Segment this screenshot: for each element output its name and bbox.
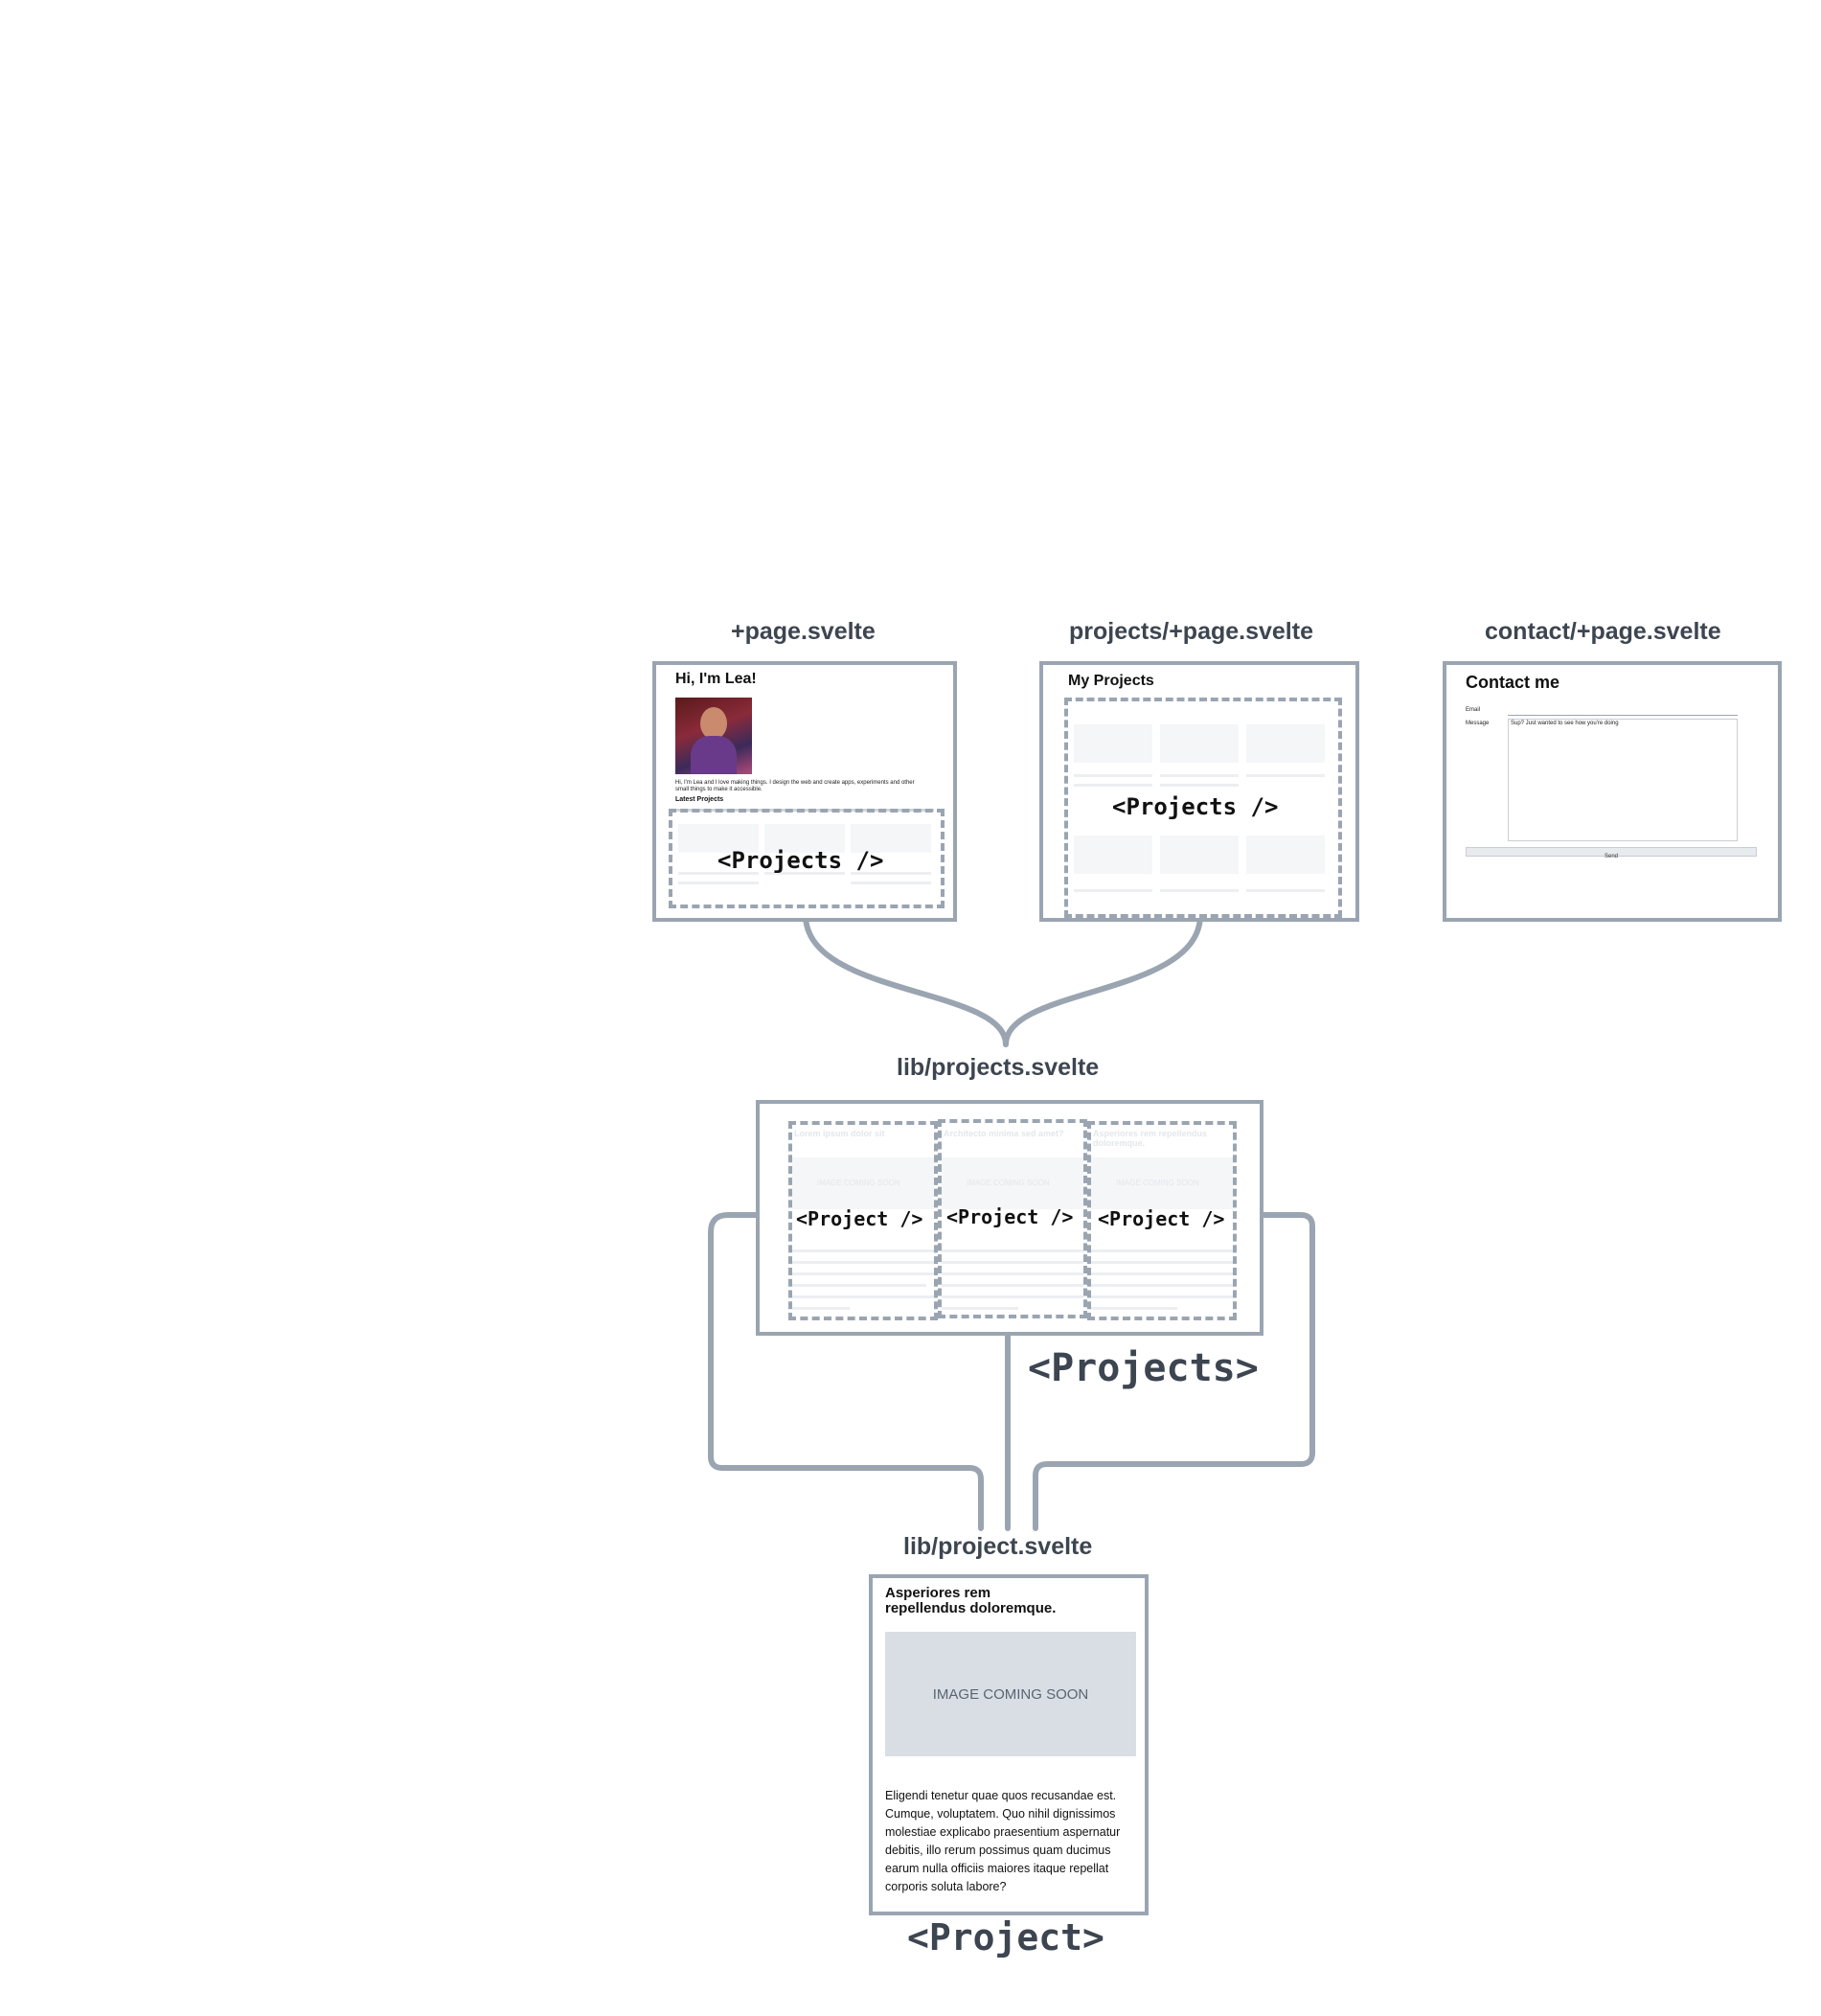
project-slot-3-image-text: IMAGE COMING SOON [1116, 1179, 1199, 1187]
contact-page-frame: Contact me Email Message Sup? Just wante… [1443, 661, 1782, 922]
project-slot-3-title: Asperiores rem repellendus doloremque. [1093, 1129, 1208, 1148]
project-component-frame: Asperiores rem repellendus doloremque. I… [869, 1574, 1149, 1915]
contact-heading: Contact me [1466, 673, 1560, 692]
home-latest-projects-title: Latest Projects [675, 796, 724, 803]
project-slot-2: Architecto minima sed amet? IMAGE COMING… [938, 1119, 1087, 1318]
home-page-frame: Hi, I'm Lea! Hi, I'm Lea and I love maki… [652, 661, 957, 922]
home-projects-slot [669, 809, 945, 908]
project-slot-1-image-text: IMAGE COMING SOON [817, 1179, 900, 1187]
project-slot-1: Lorem ipsum dolor sit IMAGE COMING SOON [788, 1121, 938, 1320]
connector-right-project [1033, 1212, 1315, 1531]
project-slot-2-title: Architecto minima sed amet? [944, 1129, 1064, 1138]
home-bio: Hi, I'm Lea and I love making things. I … [675, 780, 915, 792]
project-title-line-1: Asperiores rem [885, 1585, 991, 1601]
home-projects-tag: <Projects /> [717, 847, 884, 874]
project-slot-2-image-text: IMAGE COMING SOON [967, 1179, 1050, 1187]
contact-send-label: Send [1604, 854, 1618, 859]
projects-page-projects-tag: <Projects /> [1112, 793, 1279, 820]
project-title-line-2: repellendus doloremque. [885, 1600, 1057, 1616]
project-tag-1: <Project /> [796, 1207, 923, 1230]
connector-home-to-projects [803, 912, 1009, 1047]
projects-component-frame: Lorem ipsum dolor sit IMAGE COMING SOON … [756, 1100, 1263, 1336]
contact-message-value: Sup? Just wanted to see how you're doing [1511, 721, 1619, 726]
contact-send-button[interactable]: Send [1466, 847, 1757, 859]
project-slot-3: Asperiores rem repellendus doloremque. I… [1087, 1121, 1237, 1320]
project-component-file-label: lib/project.svelte [903, 1533, 1093, 1560]
projects-page-heading: My Projects [1068, 673, 1154, 689]
projects-page-frame: My Projects <Projects /> [1039, 661, 1359, 922]
project-description: Eligendi tenetur quae quos recusandae es… [885, 1789, 1121, 1893]
projects-component-file-label: lib/projects.svelte [897, 1054, 1100, 1081]
contact-page-file-label: contact/+page.svelte [1485, 618, 1721, 645]
project-image-text: IMAGE COMING SOON [932, 1685, 1089, 1703]
project-tag-3: <Project /> [1098, 1207, 1225, 1230]
connector-projects-page-to-projects [1003, 912, 1203, 1047]
home-heading: Hi, I'm Lea! [675, 671, 757, 687]
project-image-placeholder: IMAGE COMING SOON [885, 1632, 1136, 1756]
home-file-label: +page.svelte [731, 618, 876, 645]
projects-page-file-label: projects/+page.svelte [1069, 618, 1313, 645]
contact-email-label: Email [1466, 707, 1481, 713]
connector-left-project [708, 1212, 984, 1531]
contact-email-field[interactable] [1508, 707, 1738, 716]
project-slot-1-title: Lorem ipsum dolor sit [794, 1129, 885, 1138]
project-title: Asperiores rem repellendus doloremque. [885, 1586, 1056, 1616]
avatar [675, 698, 752, 774]
project-tag-2: <Project /> [946, 1205, 1074, 1228]
contact-message-label: Message [1466, 721, 1490, 726]
contact-message-field[interactable]: Sup? Just wanted to see how you're doing [1508, 719, 1738, 841]
project-component-caption: <Project> [907, 1916, 1104, 1959]
projects-page-projects-slot [1064, 698, 1342, 918]
projects-component-caption: <Projects> [1028, 1346, 1259, 1390]
